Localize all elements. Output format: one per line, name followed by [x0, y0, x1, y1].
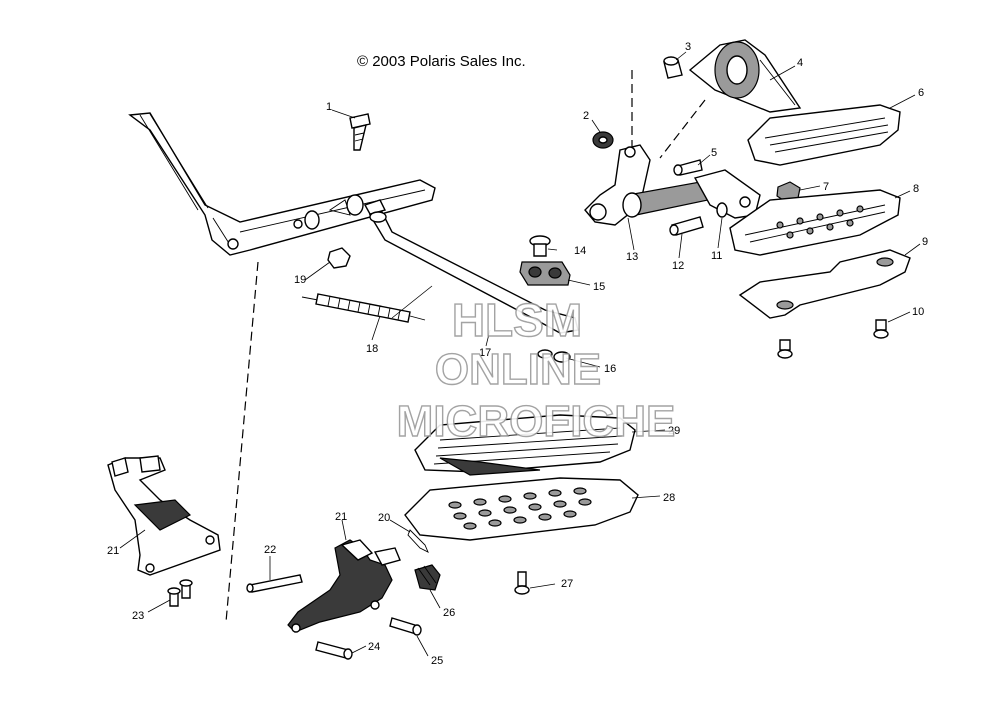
leader-lines [119, 51, 921, 657]
part-26-spring [414, 564, 441, 591]
dashed-leader-frame [225, 261, 259, 623]
callout-6: 6 [918, 87, 924, 99]
callout-15: 15 [593, 281, 605, 293]
part-5-bolt [673, 159, 703, 176]
watermark-line-2: ONLINE [435, 345, 601, 394]
watermark: HLSM ONLINE MICROFICHE [396, 293, 676, 446]
part-16-washers [537, 349, 571, 363]
callout-29: 29 [668, 425, 680, 437]
part-12-pin [669, 216, 704, 236]
part-15-block [519, 261, 571, 286]
part-28-footboard [404, 477, 639, 541]
part-21-bracket-center [287, 539, 401, 633]
callout-26: 26 [443, 607, 455, 619]
callout-17: 17 [479, 347, 491, 359]
callout-25: 25 [431, 655, 443, 667]
callout-10: 10 [912, 306, 924, 318]
part-10-bolts [777, 319, 889, 359]
part-4-horn [688, 39, 802, 113]
callout-11: 11 [711, 250, 722, 262]
part-2-washer [592, 131, 614, 149]
callout-22: 22 [264, 544, 276, 556]
callout-5: 5 [711, 147, 717, 159]
callout-2: 2 [583, 110, 589, 122]
part-23-bolts [167, 579, 193, 607]
part-29-pad [414, 414, 636, 476]
callout-7: 7 [823, 181, 829, 193]
part-6-pad [747, 104, 901, 166]
frame-assembly [128, 112, 436, 256]
callout-14: 14 [574, 245, 586, 257]
part-9-plate [738, 249, 911, 319]
callout-20: 20 [378, 512, 390, 524]
part-3-bushing [663, 56, 683, 79]
copyright-text: © 2003 Polaris Sales Inc. [357, 53, 526, 70]
callout-23: 23 [132, 610, 144, 622]
callout-28: 28 [663, 492, 675, 504]
part-18-spring [301, 293, 426, 323]
part-1-bolt [349, 113, 371, 151]
callout-16: 16 [604, 363, 616, 375]
callout-21-center: 21 [335, 511, 347, 523]
callout-27: 27 [561, 578, 573, 590]
callout-9: 9 [922, 236, 928, 248]
part-21-bracket-left [107, 455, 221, 576]
callout-18: 18 [366, 343, 378, 355]
callout-24: 24 [368, 641, 380, 653]
part-22-pin [246, 574, 303, 593]
part-20-cotter-pin [407, 529, 429, 553]
callout-12: 12 [672, 260, 684, 272]
callout-13: 13 [626, 251, 638, 263]
part-8-footboard [729, 189, 901, 256]
watermark-line-3: MICROFICHE [397, 397, 676, 446]
part-17-rod [368, 211, 579, 334]
dashed-leader-horn-diag [659, 99, 706, 159]
callout-labels: 1 2 3 4 5 6 7 8 9 10 11 12 13 14 15 16 1… [107, 41, 928, 667]
part-27-bolt [514, 571, 530, 595]
callout-21-left: 21 [107, 545, 119, 557]
watermark-line-1: HLSM [452, 294, 582, 346]
callout-8: 8 [913, 183, 919, 195]
callout-1: 1 [326, 101, 332, 113]
part-11-washer [716, 202, 728, 218]
callout-4: 4 [797, 57, 803, 69]
part-14-screw [529, 235, 551, 257]
part-24-pin [315, 641, 353, 660]
part-25-pin [389, 617, 422, 636]
callout-19: 19 [294, 274, 306, 286]
callout-3: 3 [685, 41, 691, 53]
part-19-nut [327, 247, 351, 269]
part-13-bracket [584, 144, 761, 226]
